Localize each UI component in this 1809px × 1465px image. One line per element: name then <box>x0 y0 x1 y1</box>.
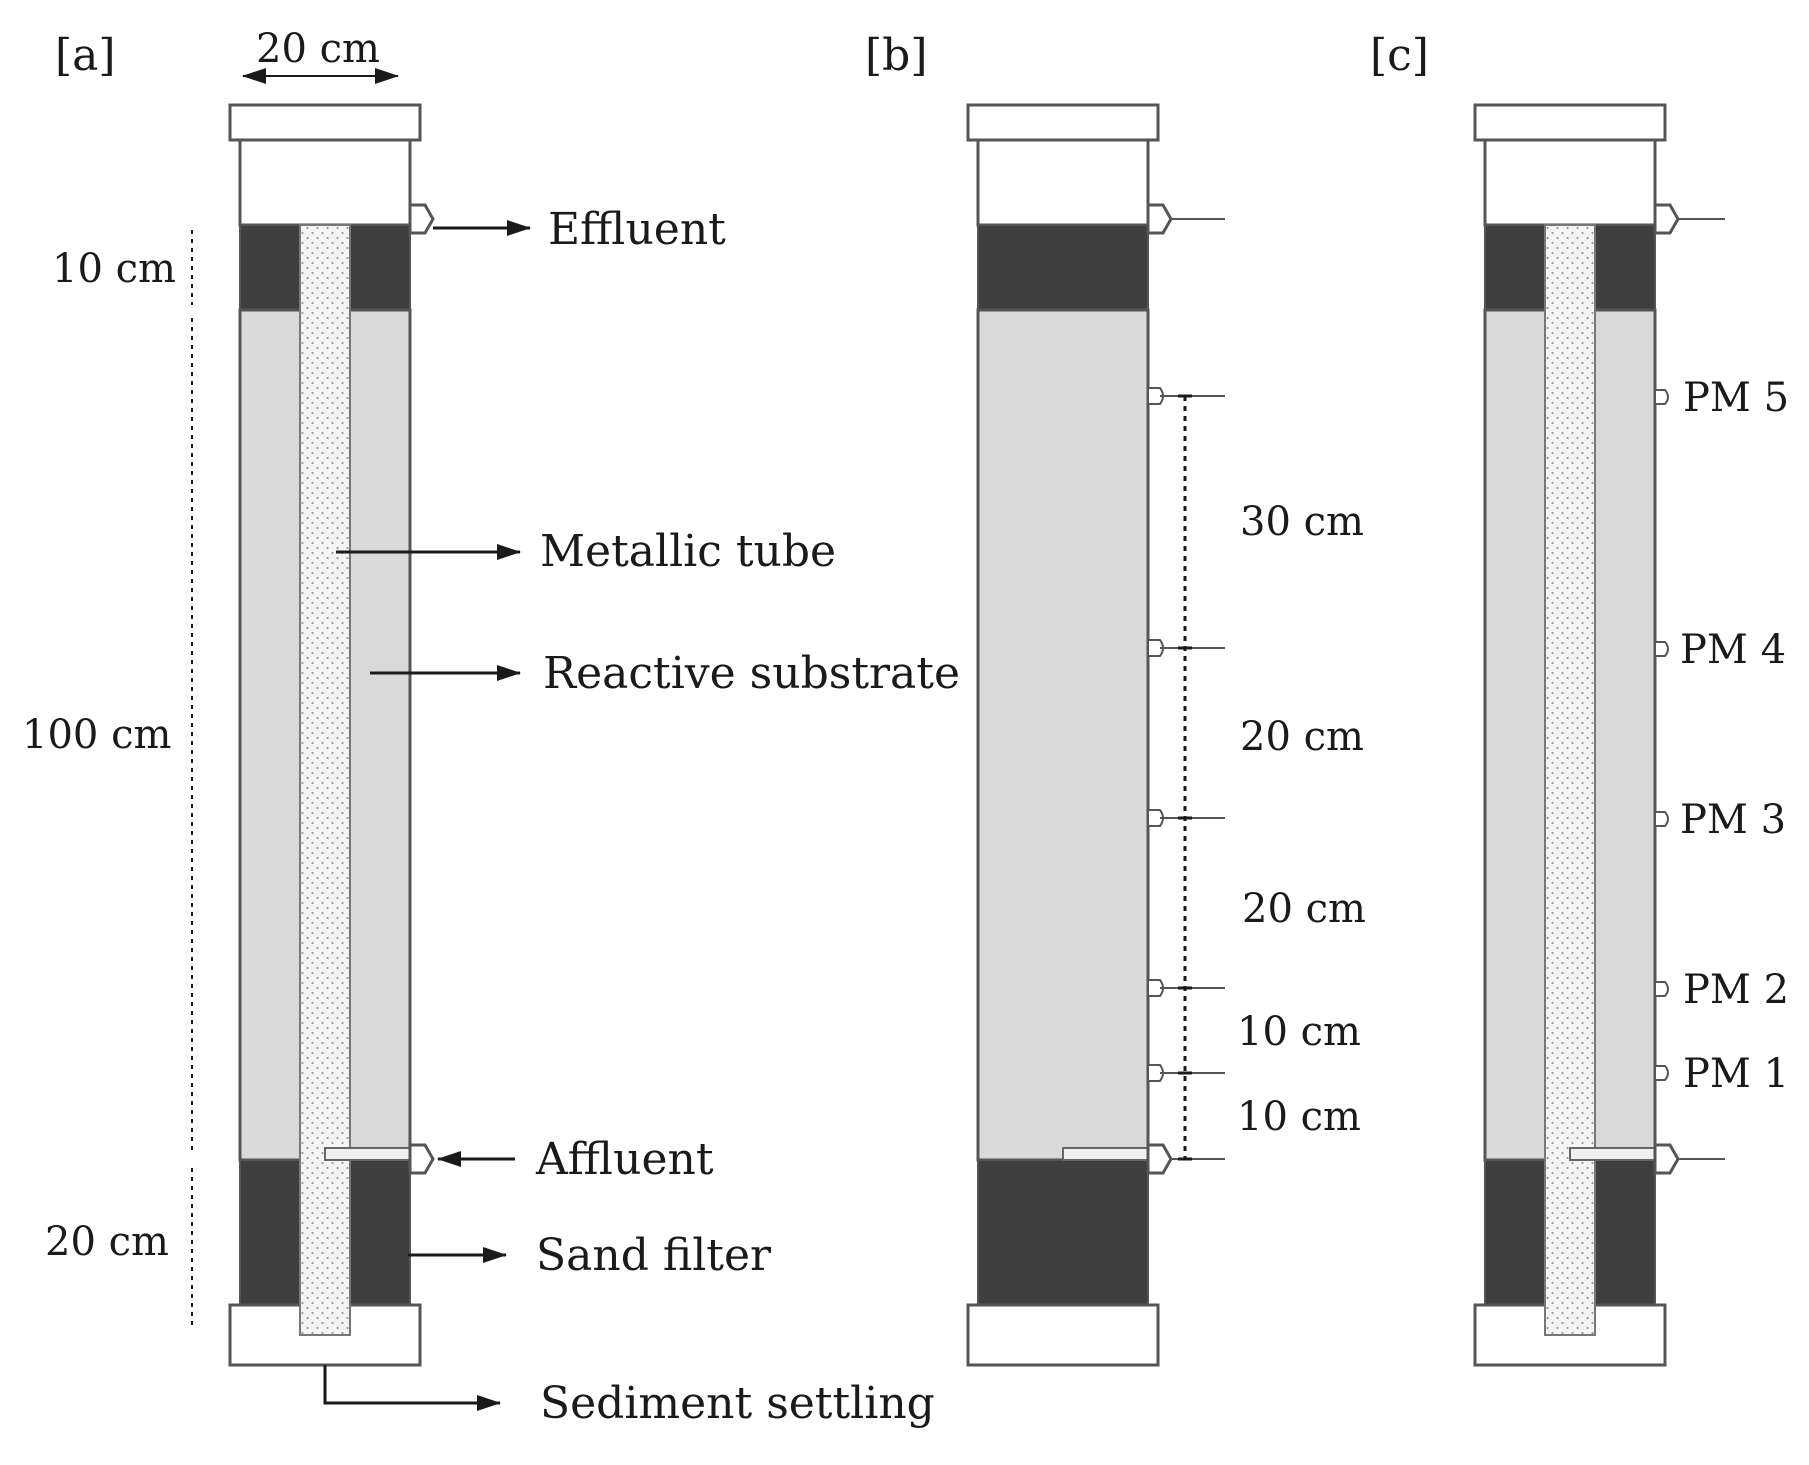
metallic-tube <box>299 224 351 1336</box>
panel-c: [c] PM 5 PM 4 PM 3 PM 2 PM 1 <box>1370 30 1789 1367</box>
panel-a: [a] 20 cm 10 cm 100 cm 20 cm Effluen <box>22 26 960 1429</box>
metallic-tube-label: Metallic tube <box>540 526 836 577</box>
width-dimension-label: 20 cm <box>256 26 380 72</box>
spacing-label: 20 cm <box>1240 714 1364 760</box>
spacing-ticks <box>1178 394 1192 1161</box>
panel-b: [b] <box>865 30 1366 1367</box>
effluent-port-b <box>1146 203 1173 235</box>
top-cap <box>966 103 1160 142</box>
spacing-label: 20 cm <box>1242 886 1366 932</box>
inlet-pipe <box>1062 1147 1149 1161</box>
inlet-port-c <box>1653 1143 1680 1175</box>
panel-c-label: [c] <box>1370 30 1429 81</box>
probe-label-pm4: PM 4 <box>1680 627 1786 673</box>
probe-port <box>1654 981 1669 997</box>
probe-label-pm1: PM 1 <box>1683 1051 1789 1097</box>
reactive-substrate-label: Reactive substrate <box>543 648 960 699</box>
inlet-pipe <box>1569 1147 1656 1161</box>
probe-label-pm2: PM 2 <box>1683 967 1789 1013</box>
spacing-label: 10 cm <box>1237 1009 1361 1055</box>
inlet-pipe <box>324 1147 411 1161</box>
sand-filter-label: Sand filter <box>536 1230 772 1281</box>
probe-port <box>1654 1065 1669 1081</box>
sediment-settling-arrow <box>323 1365 501 1411</box>
top-cap <box>228 103 422 142</box>
sampling-ports-b <box>1147 387 1225 1082</box>
inlet-port-b <box>1146 1143 1173 1175</box>
panel-b-label: [b] <box>865 30 928 81</box>
substrate-dimension: 100 cm <box>22 712 171 758</box>
sediment-settling-label: Sediment settling <box>540 1378 935 1429</box>
top-cap <box>1473 103 1667 142</box>
effluent-label: Effluent <box>548 204 726 255</box>
affluent-label: Affluent <box>535 1134 714 1185</box>
effluent-port-a <box>408 203 435 235</box>
spacing-label: 10 cm <box>1237 1094 1361 1140</box>
top-gravel-layer <box>977 224 1149 311</box>
panel-a-label: [a] <box>55 30 116 81</box>
effluent-port-c <box>1653 203 1680 235</box>
reactive-substrate-layer <box>976 308 1150 1162</box>
affluent-port-a <box>408 1143 435 1175</box>
top-headspace <box>976 138 1150 227</box>
top-headspace <box>1483 138 1657 227</box>
probe-ports <box>1654 389 1669 1081</box>
probe-label-pm3: PM 3 <box>1680 797 1786 843</box>
metallic-tube <box>1544 224 1596 1336</box>
top-gravel-dimension: 10 cm <box>52 246 176 292</box>
probe-port <box>1654 641 1669 657</box>
top-headspace <box>238 138 412 227</box>
probe-label-pm5: PM 5 <box>1683 375 1789 421</box>
probe-port <box>1654 389 1669 405</box>
bottom-gravel-dimension: 20 cm <box>45 1219 169 1265</box>
probe-port <box>1654 811 1669 827</box>
bottom-cap <box>966 1303 1160 1367</box>
spacing-label: 30 cm <box>1240 499 1364 545</box>
